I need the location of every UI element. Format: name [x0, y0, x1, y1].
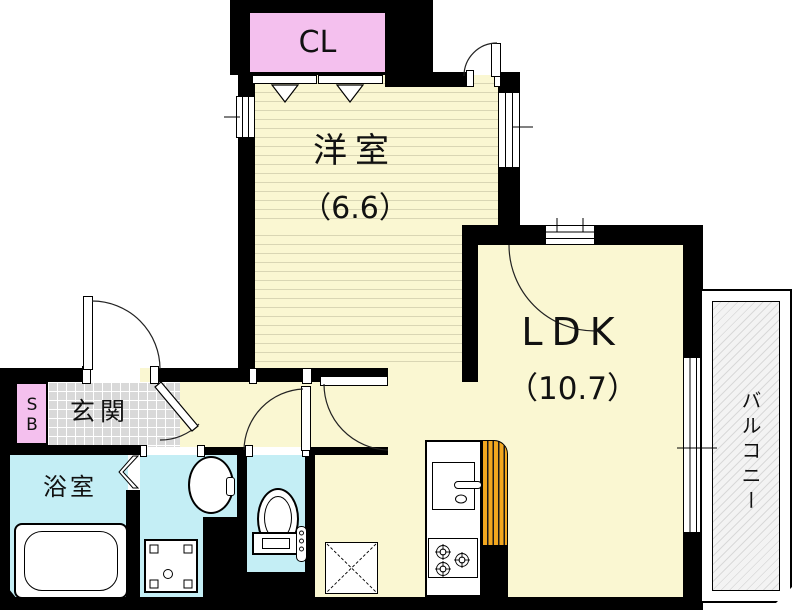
bathroom-label: 浴室 — [43, 473, 97, 501]
washbasin-handle — [226, 477, 235, 496]
wall — [462, 245, 478, 382]
door-jamb — [245, 445, 253, 457]
toilet-control-panel — [296, 526, 307, 562]
door-jamb — [466, 70, 474, 87]
kitchen-counter-accent — [482, 440, 508, 546]
closet-room: CL — [250, 13, 385, 72]
wall — [498, 72, 520, 92]
closet-folding-door — [318, 75, 383, 84]
duct-shaft — [203, 517, 247, 598]
shoe-box-label: SB — [22, 395, 42, 435]
wall — [498, 168, 520, 227]
faucet-icon — [454, 481, 482, 489]
wall — [205, 447, 247, 455]
wall — [310, 447, 388, 455]
door-jamb — [150, 366, 159, 384]
wall — [385, 72, 470, 87]
ldk-label: LDK — [521, 310, 624, 354]
doorway — [253, 447, 303, 455]
wall — [247, 572, 305, 598]
toilet-tank-lid — [262, 538, 290, 549]
washer-pan-icon — [144, 539, 198, 593]
window — [236, 96, 255, 138]
entrance-label: 玄関 — [69, 397, 130, 426]
wall — [305, 455, 315, 598]
refrigerator-space — [325, 542, 378, 594]
wall — [0, 368, 90, 382]
wall — [0, 455, 10, 598]
door-jamb — [140, 445, 147, 457]
shoe-box: SB — [15, 382, 48, 445]
door-jamb — [302, 368, 312, 384]
doorway — [146, 447, 198, 455]
wall — [153, 368, 238, 382]
western-room-size: （6.6） — [301, 191, 409, 226]
western-room-label: 洋室 — [313, 131, 397, 171]
stove — [428, 538, 478, 578]
wall — [126, 490, 140, 598]
door-leaf — [491, 43, 501, 77]
door-leaf — [320, 376, 388, 386]
balcony-deck — [712, 301, 780, 591]
wall — [0, 597, 703, 610]
western-room-floor — [238, 227, 478, 382]
entry-door-leaf — [83, 296, 93, 370]
wall — [0, 445, 140, 455]
wall — [238, 75, 255, 380]
wall — [0, 368, 15, 455]
bathtub-inner — [24, 531, 118, 591]
window — [498, 92, 520, 168]
entry-door-arc — [91, 300, 161, 370]
door-jamb — [249, 368, 257, 384]
closet-folding-door — [252, 75, 317, 84]
door-leaf — [301, 386, 311, 451]
window — [545, 225, 595, 245]
wall — [482, 545, 508, 597]
wall — [237, 455, 247, 517]
balcony-label: バルコニー — [738, 389, 762, 515]
closet-label: CL — [298, 25, 337, 60]
ldk-size: （10.7） — [506, 371, 639, 407]
door-jamb — [197, 445, 205, 457]
